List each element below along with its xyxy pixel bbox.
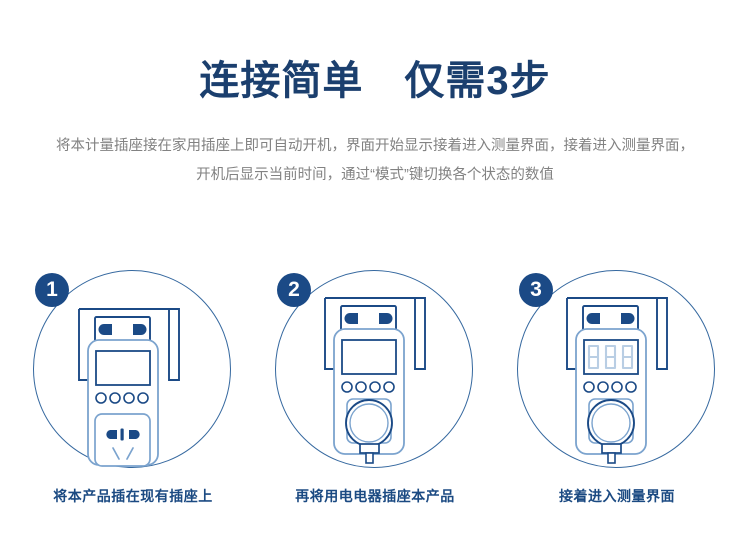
appliance-plug-2 (345, 398, 393, 464)
meter-display-1 (95, 350, 151, 386)
subtitle-line-1: 将本计量插座接在家用插座上即可自动开机，界面开始显示接着进入测量界面，接着进入测… (56, 138, 694, 154)
step-item-3: 3 接着进入测量界面 (506, 262, 728, 522)
subtitle-line-2: 开机后显示当前时间，通过“模式”键切换各个状态的数值 (196, 167, 554, 183)
page-subtitle: 将本计量插座接在家用插座上即可自动开机，界面开始显示接着进入测量界面，接着进入测… (0, 132, 750, 190)
step-circle-outline (33, 270, 231, 468)
step-caption-1: 将本产品插在现有插座上 (53, 488, 213, 504)
step-badge-1: 1 (35, 273, 69, 307)
meter-display-2 (341, 339, 397, 375)
step-circle-outline (275, 270, 473, 468)
step-caption-3: 接着进入测量界面 (559, 488, 675, 504)
step-badge-3: 3 (519, 273, 553, 307)
meter-buttons-1 (95, 392, 149, 404)
prong-pins-2 (344, 313, 393, 324)
steps-row: 1 将本产品插在现有插座上 (0, 262, 750, 522)
step-illustration-2 (324, 297, 426, 464)
appliance-plug-3 (587, 398, 635, 464)
step-item-2: 2 再将用电电器插座本产品 (264, 262, 486, 522)
prong-pins-1 (98, 324, 147, 335)
step-illustration-3 (566, 297, 668, 464)
step-illustration-1 (78, 308, 180, 467)
page-title: 连接简单 仅需3步 (199, 59, 551, 103)
step-circle-outline (517, 270, 715, 468)
step-item-1: 1 将本产品插在现有插座上 (22, 262, 244, 522)
prong-pins-3 (586, 313, 635, 324)
step-caption-2: 再将用电电器插座本产品 (295, 488, 455, 504)
meter-buttons-3 (583, 381, 637, 393)
display-digits-3 (587, 344, 634, 370)
step-badge-2: 2 (277, 273, 311, 307)
meter-buttons-2 (341, 381, 395, 393)
